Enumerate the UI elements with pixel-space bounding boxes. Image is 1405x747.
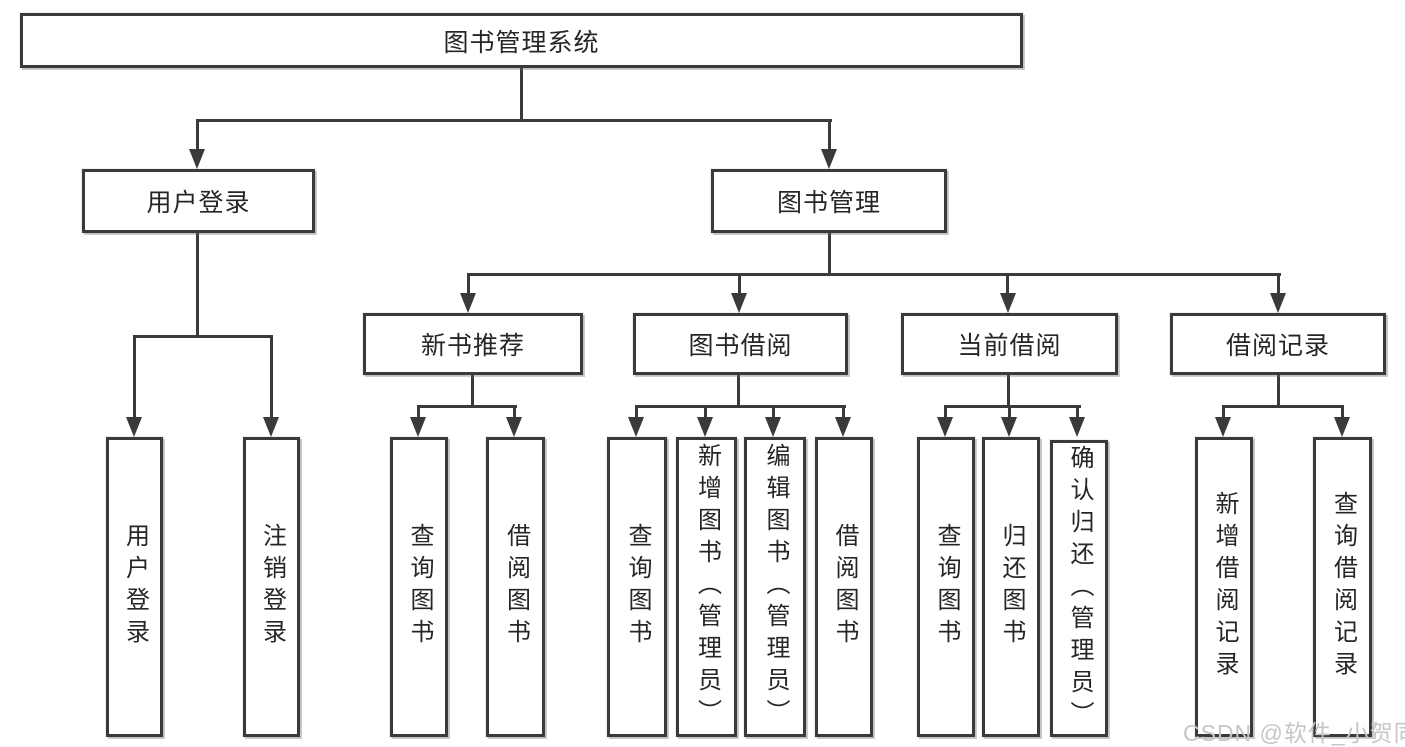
connector-line bbox=[1222, 405, 1225, 421]
arrow-down-icon bbox=[263, 417, 279, 437]
arrow-down-icon bbox=[697, 417, 713, 437]
connector-line bbox=[417, 405, 517, 408]
connector-line bbox=[417, 405, 420, 421]
node-current-borrowing: 当前借阅 bbox=[901, 313, 1118, 375]
leaf-label: 用户登录 bbox=[121, 523, 149, 651]
leaf-add-book-admin: 新增图书（管理员） bbox=[676, 437, 737, 737]
leaf-borrow-books-borrowing: 借阅图书 bbox=[815, 437, 873, 737]
arrow-down-icon bbox=[126, 417, 142, 437]
node-user-login: 用户登录 bbox=[82, 169, 315, 233]
arrow-down-icon bbox=[1000, 293, 1016, 313]
connector-line bbox=[270, 335, 273, 421]
connector-line bbox=[471, 375, 474, 407]
node-book-borrowing: 图书借阅 bbox=[633, 313, 848, 375]
leaf-label: 归还图书 bbox=[998, 523, 1025, 651]
leaf-user-login: 用户登录 bbox=[106, 437, 163, 737]
node-book-management: 图书管理 bbox=[711, 169, 947, 233]
connector-line bbox=[1076, 405, 1079, 421]
connector-line bbox=[520, 68, 523, 122]
connector-line bbox=[635, 405, 846, 408]
connector-line bbox=[738, 273, 741, 297]
leaf-label: 新增借阅记录 bbox=[1211, 491, 1238, 683]
connector-line bbox=[1222, 405, 1344, 408]
arrow-down-icon bbox=[1270, 293, 1286, 313]
connector-line bbox=[1008, 405, 1011, 421]
leaf-label: 查询图书 bbox=[406, 523, 433, 651]
connector-line bbox=[828, 119, 831, 155]
connector-line bbox=[1277, 375, 1280, 407]
connector-line bbox=[196, 119, 832, 122]
connector-line bbox=[196, 233, 199, 337]
arrow-down-icon bbox=[937, 417, 953, 437]
leaf-label: 查询借阅记录 bbox=[1329, 491, 1357, 683]
connector-line bbox=[704, 405, 707, 421]
connector-line bbox=[1277, 273, 1280, 297]
connector-line bbox=[772, 405, 775, 421]
connector-line bbox=[737, 375, 740, 407]
leaf-add-borrow-record: 新增借阅记录 bbox=[1195, 437, 1253, 737]
arrow-down-icon bbox=[765, 417, 781, 437]
arrow-down-icon bbox=[628, 417, 644, 437]
arrow-down-icon bbox=[821, 149, 837, 169]
arrow-down-icon bbox=[1001, 417, 1017, 437]
connector-line bbox=[1341, 405, 1344, 421]
leaf-label: 编辑图书（管理员） bbox=[762, 443, 789, 731]
connector-line bbox=[1006, 273, 1009, 297]
arrow-down-icon bbox=[410, 417, 426, 437]
leaf-label: 注销登录 bbox=[258, 523, 286, 651]
leaf-logout: 注销登录 bbox=[243, 437, 300, 737]
leaf-label: 查询图书 bbox=[624, 523, 651, 651]
leaf-edit-book-admin: 编辑图书（管理员） bbox=[744, 437, 806, 737]
arrow-down-icon bbox=[1215, 417, 1231, 437]
csdn-watermark: CSDN @软件_小贺同学 bbox=[1183, 720, 1405, 746]
connector-line bbox=[842, 405, 845, 421]
node-borrowing-records: 借阅记录 bbox=[1170, 313, 1386, 375]
connector-line bbox=[944, 405, 947, 421]
leaf-label: 确认归还（管理员） bbox=[1066, 444, 1093, 733]
leaf-borrow-books-recommend: 借阅图书 bbox=[486, 437, 545, 737]
leaf-query-books-borrowing: 查询图书 bbox=[607, 437, 667, 737]
leaf-label: 新增图书（管理员） bbox=[693, 443, 721, 731]
leaf-return-books: 归还图书 bbox=[982, 437, 1040, 737]
leaf-query-books-current: 查询图书 bbox=[917, 437, 975, 737]
connector-line bbox=[944, 405, 1081, 408]
connector-line bbox=[635, 405, 638, 421]
arrow-down-icon bbox=[731, 293, 747, 313]
connector-line bbox=[513, 405, 516, 421]
leaf-query-borrow-record: 查询借阅记录 bbox=[1313, 437, 1372, 737]
connector-line bbox=[828, 233, 831, 275]
connector-line bbox=[196, 119, 199, 155]
arrow-down-icon bbox=[1069, 417, 1085, 437]
arrow-down-icon bbox=[189, 149, 205, 169]
arrow-down-icon bbox=[835, 417, 851, 437]
leaf-query-books-recommend: 查询图书 bbox=[390, 437, 448, 737]
connector-line bbox=[133, 335, 273, 338]
leaf-label: 借阅图书 bbox=[502, 523, 530, 651]
connector-line bbox=[1007, 375, 1010, 407]
connector-line bbox=[133, 335, 136, 421]
connector-line bbox=[467, 273, 470, 297]
leaf-confirm-return-admin: 确认归还（管理员） bbox=[1050, 440, 1108, 737]
node-new-book-recommendation: 新书推荐 bbox=[363, 313, 583, 375]
connector-line bbox=[467, 273, 1281, 276]
node-library-system: 图书管理系统 bbox=[20, 13, 1023, 68]
leaf-label: 借阅图书 bbox=[831, 523, 858, 651]
arrow-down-icon bbox=[1334, 417, 1350, 437]
leaf-label: 查询图书 bbox=[933, 523, 960, 651]
arrow-down-icon bbox=[506, 417, 522, 437]
arrow-down-icon bbox=[460, 293, 476, 313]
